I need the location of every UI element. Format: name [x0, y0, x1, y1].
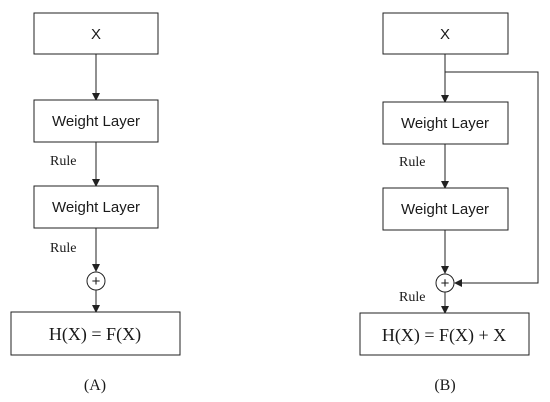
diagram-a-layer1-node: Weight Layer — [33, 99, 159, 143]
diagram-b-input-label: X — [440, 26, 450, 43]
diagram-a-layer1-label: Weight Layer — [52, 113, 140, 130]
diagram-a-sum-symbol: + — [92, 273, 101, 290]
diagram-a-rule2-label: Rule — [50, 241, 76, 256]
diagram-a-sum-node: + — [86, 271, 106, 291]
diagram-a-input-node: X — [33, 12, 159, 55]
diagram-a-caption: (A) — [84, 377, 106, 394]
diagram-a-input-box — [33, 12, 159, 55]
diagram-b-rule1-label: Rule — [399, 155, 425, 170]
diagram-a-layer2-box — [33, 185, 159, 229]
diagram-b-output-label: H(X) = F(X) + X — [382, 325, 506, 346]
diagram-a: X Weight Layer Rule Weight Layer Rule + — [10, 12, 181, 394]
diagram-b-sum-symbol: + — [441, 275, 450, 292]
diagram-b-input-box — [382, 12, 509, 55]
diagram-a-rule1-label: Rule — [50, 154, 76, 169]
diagram-a-layer1-box — [33, 99, 159, 143]
diagram-b-layer1-box — [382, 101, 509, 145]
diagram-b-rule2-label: Rule — [399, 290, 425, 305]
diagram-b-input-node: X — [382, 12, 509, 55]
diagram-b-layer2-label: Weight Layer — [401, 201, 489, 218]
diagram-b-caption: (B) — [434, 377, 455, 394]
diagram-b-layer2-box — [382, 187, 509, 231]
diagram-b: X Weight Layer Rule Weight Layer + Rule — [359, 12, 539, 394]
diagram-b-output-box — [359, 312, 530, 356]
diagram-b-layer1-label: Weight Layer — [401, 115, 489, 132]
diagram-a-layer2-label: Weight Layer — [52, 199, 140, 216]
diagram-b-layer2-node: Weight Layer — [382, 187, 509, 231]
diagram-a-output-box — [10, 311, 181, 356]
diagram-a-output-label: H(X) = F(X) — [49, 324, 141, 345]
diagram-b-layer1-node: Weight Layer — [382, 101, 509, 145]
diagram-b-skip-connection — [445, 71, 539, 287]
diagram-b-output-node: H(X) = F(X) + X — [359, 312, 530, 356]
diagram-a-layer2-node: Weight Layer — [33, 185, 159, 229]
diagram-a-output-node: H(X) = F(X) — [10, 311, 181, 356]
diagram-a-input-label: X — [91, 26, 101, 43]
diagram-b-sum-node: + — [435, 273, 455, 293]
